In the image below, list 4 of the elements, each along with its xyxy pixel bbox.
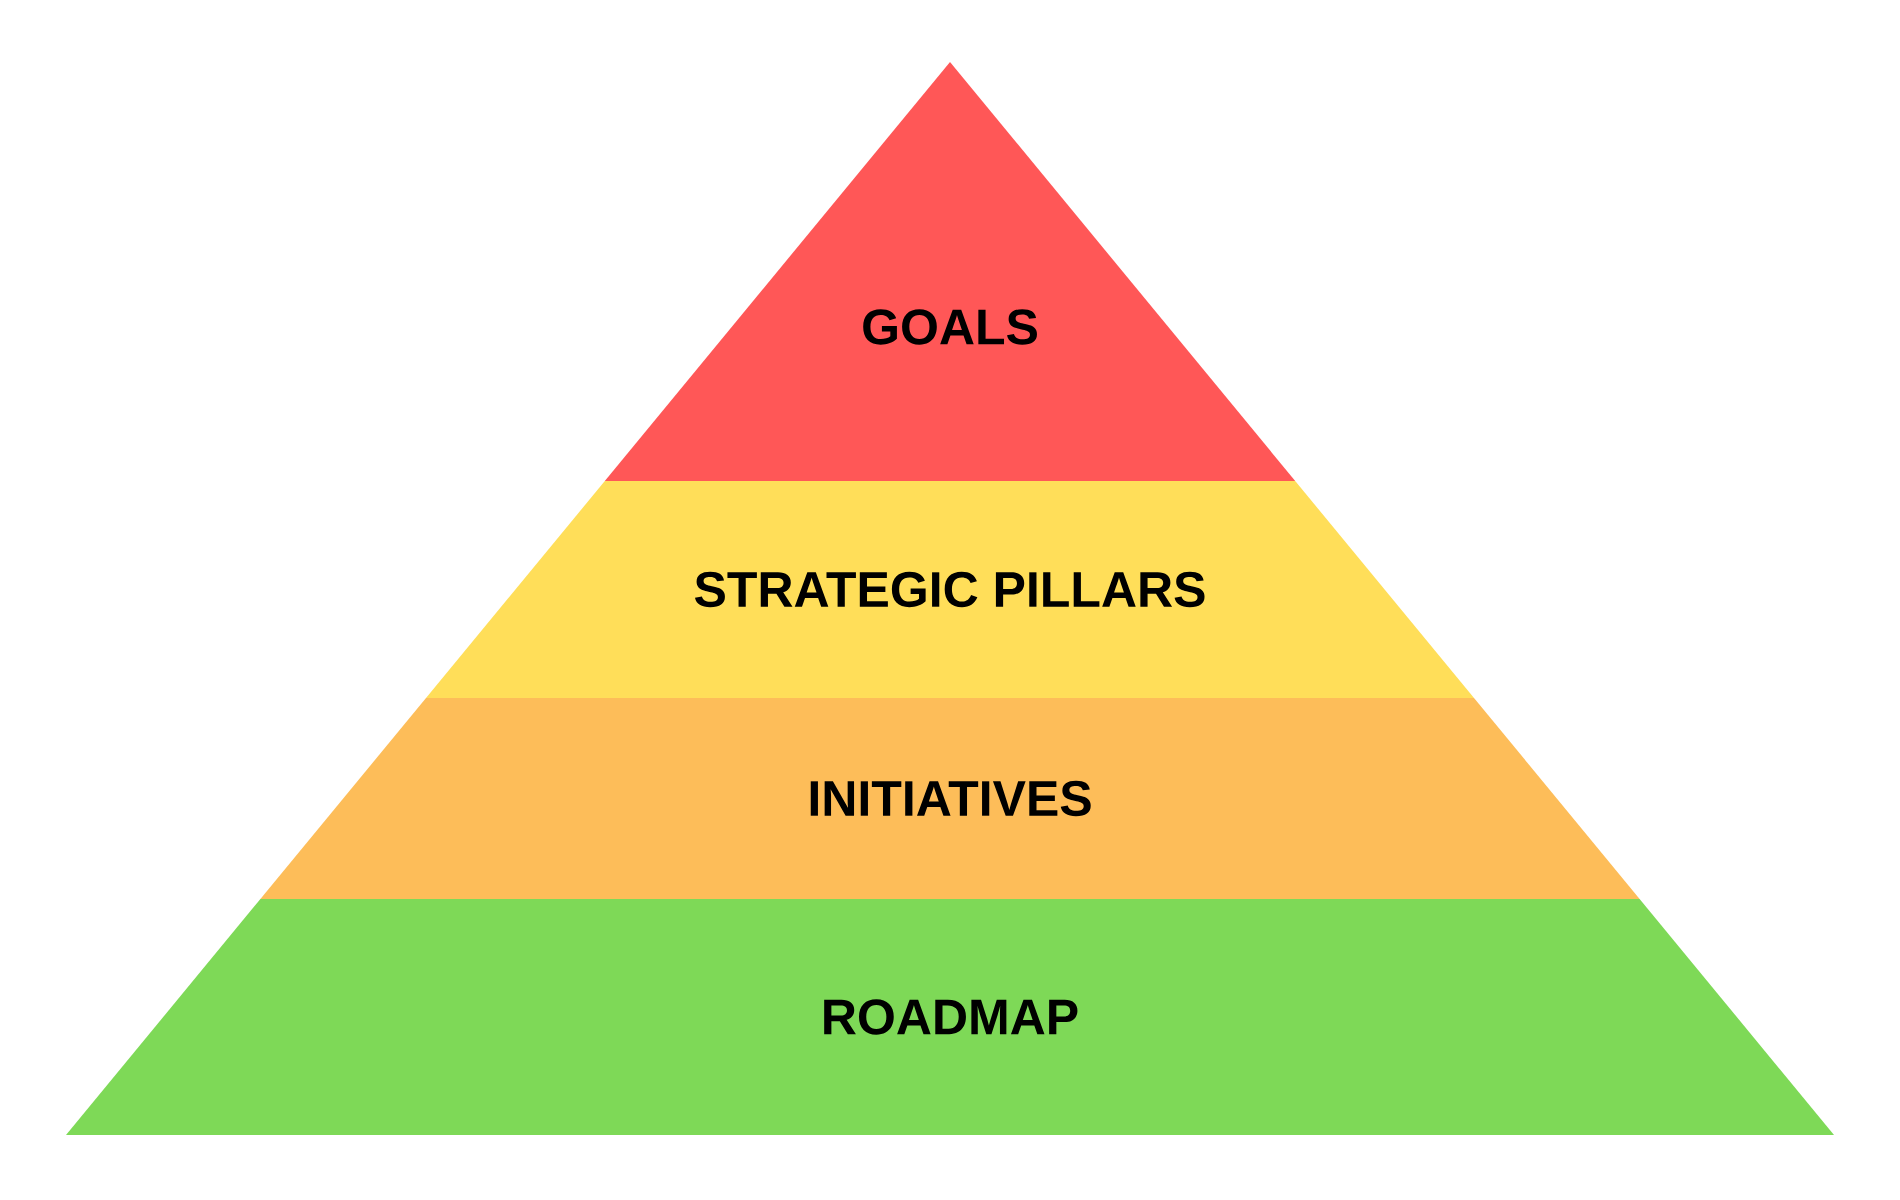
pyramid-level: STRATEGIC PILLARS <box>426 481 1474 698</box>
pyramid-level: ROADMAP <box>66 899 1834 1135</box>
pyramid-level: INITIATIVES <box>260 698 1640 899</box>
pyramid-level: GOALS <box>604 62 1296 481</box>
